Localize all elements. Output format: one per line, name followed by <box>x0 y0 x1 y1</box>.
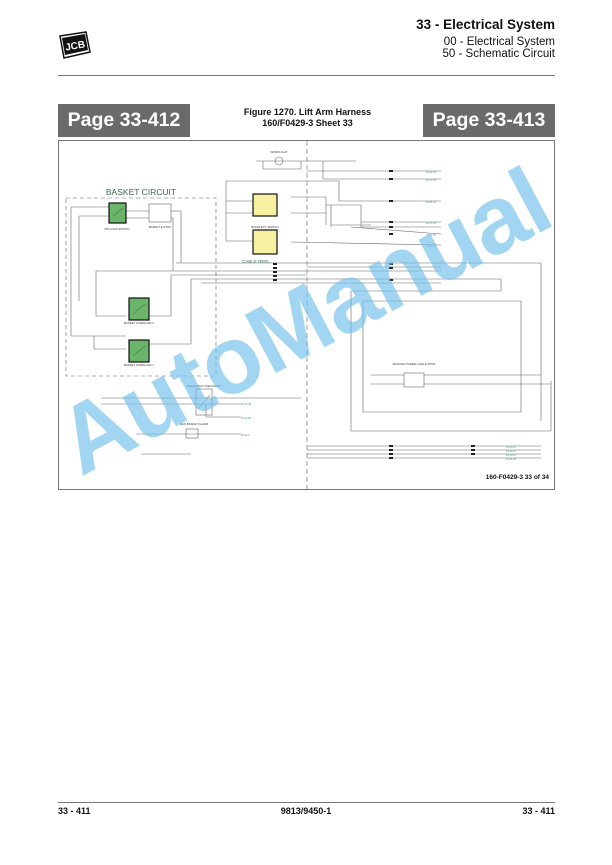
schematic-mark <box>185 428 199 439</box>
schematic-mark <box>471 449 475 451</box>
schematic-label: PIN LOCK SWITCH <box>105 227 130 231</box>
schematic-mark <box>195 388 213 416</box>
topic-title: 50 - Schematic Circuit <box>442 48 555 60</box>
footer-doc-number: 9813/9450-1 <box>280 806 332 816</box>
schematic-mark <box>273 271 277 273</box>
schematic-label: JCB <box>64 39 86 53</box>
schematic-label: 33-13.07 <box>506 450 516 453</box>
basket-circuit-label: BASKET CIRCUIT <box>106 187 176 197</box>
schematic-mark <box>471 453 475 455</box>
footer-divider <box>58 802 555 803</box>
schematic-label: 33-17.09 <box>426 179 436 182</box>
schematic-mark <box>132 303 146 315</box>
prev-page-link[interactable]: Page 33-412 <box>58 104 190 137</box>
footer-page-right: 33 - 411 <box>522 806 555 816</box>
schematic-mark: 33-21.01 33-17.09 33-21.03 33-17.09 33-17.0… <box>241 171 516 461</box>
schematic-mark <box>389 170 393 172</box>
schematic-mark <box>273 279 277 281</box>
schematic-label: WORKLIGHT <box>271 150 288 154</box>
schematic-mark <box>389 445 393 447</box>
figure-title-line2: 160/F0429-3 Sheet 33 <box>262 118 353 128</box>
schematic-mark <box>62 34 88 55</box>
schematic-label: BOOM EXT. SWITCH <box>251 225 278 229</box>
schematic-mark <box>389 263 393 265</box>
schematic-label: 33-17.09 <box>426 222 436 225</box>
schematic-mark <box>389 453 393 455</box>
schematic-mark <box>273 275 277 277</box>
schematic-label: 33-21.01 <box>426 171 436 174</box>
schematic-mark <box>389 200 393 202</box>
schematic-label: 33-22.08 <box>241 403 251 406</box>
schematic-mark <box>389 233 393 235</box>
schematic-mark <box>273 267 277 269</box>
schematic-label: 33-17.03 <box>426 234 436 237</box>
schematic-mark <box>273 170 475 459</box>
schematic-label: 33-21.03 <box>426 201 436 204</box>
schematic-mark <box>274 156 284 166</box>
schematic-mark <box>389 267 393 269</box>
schematic-label: 33-13.07 <box>506 446 516 449</box>
schematic-mark <box>197 394 211 410</box>
footer-page-left: 33 - 411 <box>58 806 91 816</box>
figure-title-line1: Figure 1270. Lift Arm Harness <box>243 107 372 117</box>
next-page-link[interactable]: Page 33-413 <box>423 104 555 137</box>
schematic-label: 33-22.0 <box>241 434 250 437</box>
schematic-mark <box>403 372 425 388</box>
schematic-mark <box>389 279 393 281</box>
section-title: 33 - Electrical System <box>416 17 555 32</box>
boom-ext-switch <box>252 229 278 255</box>
schematic-mark <box>273 263 277 265</box>
schematic-mark <box>108 193 278 363</box>
schematic-label: 33-21.4 <box>426 245 435 248</box>
schematic-diagram: 33-21.01 33-17.09 33-21.03 33-17.09 33-17.0… <box>58 140 555 491</box>
schematic-mark <box>65 197 217 377</box>
sheet-label: 160-F0429-3 33 of 34 <box>486 474 550 481</box>
schematic-label: 33-13.07 <box>506 454 516 457</box>
schematic-mark <box>389 449 393 451</box>
schematic-label: 33-22.06 <box>241 417 251 420</box>
schematic-mark <box>112 203 211 410</box>
pin-lock-switch <box>108 202 127 224</box>
schematic-mark <box>290 241 442 246</box>
schematic-mark <box>112 207 124 217</box>
schematic-mark <box>148 203 172 223</box>
schematic-label: MANUFACTURER LOAD E-STOP <box>393 362 436 366</box>
schematic-label: BASKET E-STOP <box>149 225 171 229</box>
cable-reel-label: CABLE REEL <box>242 259 270 264</box>
schematic-label: BASKET OVERLOAD 2 <box>124 321 154 325</box>
subsection-title: 00 - Electrical System <box>443 36 555 48</box>
platform-switch <box>252 193 278 217</box>
header-divider <box>58 75 555 76</box>
schematic-mark <box>471 445 475 447</box>
schematic-mark <box>389 226 393 228</box>
schematic-mark <box>389 178 393 180</box>
jcb-logo: JCB <box>59 31 91 59</box>
schematic-mark <box>350 226 442 235</box>
schematic-mark <box>389 457 393 459</box>
schematic-label: MAN BASKET ALARM <box>180 422 209 426</box>
schematic-label: EMERGENCY RECOVERY <box>187 384 222 388</box>
figure-title: Figure 1270. Lift Arm Harness 160/F0429-… <box>210 107 405 129</box>
schematic-label: 33-21.04 <box>506 458 516 461</box>
schematic-mark <box>389 221 393 223</box>
schematic-mark <box>132 345 146 357</box>
schematic-label: BASKET OVERLOAD 1 <box>124 363 154 367</box>
schematic-mark <box>65 141 552 491</box>
